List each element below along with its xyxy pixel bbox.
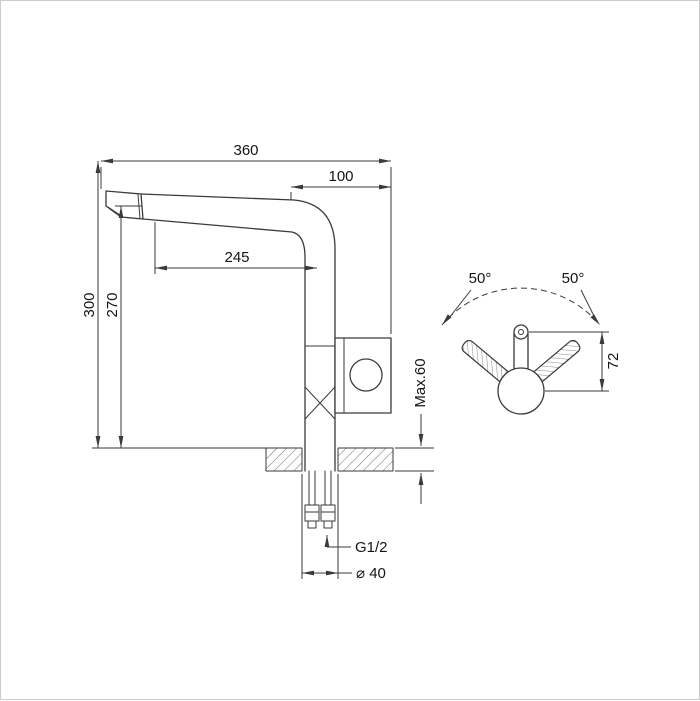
- riser-valve-detail: [304, 386, 336, 420]
- spout-top-outline: [140, 193, 336, 472]
- dim-spout-height-label: 270: [104, 292, 121, 317]
- hose-lines: [308, 470, 332, 506]
- dim-total-width-ext: [100, 167, 392, 334]
- dim-connection-thread: G1/2: [324, 535, 388, 556]
- countertop-outline: [265, 447, 394, 472]
- body-top-view: [497, 367, 545, 415]
- dim-swing-right-label: 50°: [562, 270, 585, 287]
- countertop: [265, 447, 394, 472]
- dim-body-offset: 100: [290, 168, 391, 200]
- dim-spout-offset: 72: [529, 331, 622, 392]
- dim-total-width-label: 360: [233, 142, 258, 159]
- dim-max-mount-label: Max.60: [412, 358, 429, 407]
- top-view: 50° 50° 72: [441, 270, 622, 415]
- swing-leader-right: [580, 289, 596, 319]
- faucet-body-side: [105, 190, 392, 472]
- hose-tip-left: [307, 520, 317, 529]
- spout-bottom-outline: [142, 218, 306, 472]
- dim-swing-angles: 50° 50°: [441, 270, 601, 326]
- aerator-line: [107, 206, 121, 216]
- dim-total-width: 360: [100, 142, 392, 334]
- dim-hole-diameter: ⌀ 40: [301, 474, 386, 582]
- dim-spout-reach-label: 245: [224, 249, 249, 266]
- side-view: 360 100 245 300 270: [81, 142, 434, 582]
- countertop-hatch-right: [338, 448, 393, 471]
- swing-arc: [441, 287, 601, 326]
- countertop-hatch-left: [266, 448, 302, 471]
- spout-tip-inner: [518, 329, 524, 335]
- spout-top-view-lines: [513, 332, 529, 370]
- dim-total-height-label: 300: [81, 292, 98, 317]
- dim-body-offset-label: 100: [328, 168, 353, 185]
- dim-spout-reach: 245: [154, 222, 317, 274]
- dim-spout-offset-ext: [529, 331, 609, 392]
- dim-thread-label: G1/2: [355, 539, 388, 556]
- dim-max-mount-ext: [395, 447, 434, 472]
- hose-connector-left: [304, 504, 320, 522]
- hose-connector-right: [320, 504, 336, 522]
- dim-spout-offset-label: 72: [605, 353, 622, 370]
- spray-head: [105, 190, 144, 220]
- dim-hole-ext: [301, 474, 339, 579]
- dim-hole-label: ⌀ 40: [356, 565, 386, 582]
- hose-tip-right: [323, 520, 333, 529]
- dim-spout-height: 270: [104, 205, 142, 448]
- supply-hoses: [304, 470, 336, 529]
- dimensions-side: 360 100 245 300 270: [81, 142, 434, 582]
- side-body-cap: [349, 358, 383, 392]
- swing-leader-left: [448, 289, 472, 319]
- spout-tip-outer: [513, 324, 529, 340]
- dim-max-mount-thickness: Max.60: [395, 358, 434, 504]
- dim-swing-left-label: 50°: [469, 270, 492, 287]
